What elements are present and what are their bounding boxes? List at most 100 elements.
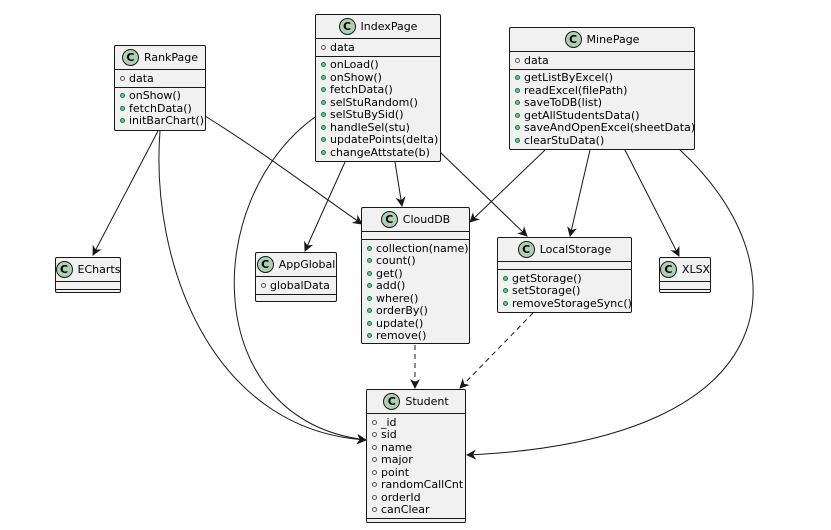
method-save-and-open-excel: saveAndOpenExcel(sheetData)	[524, 121, 696, 135]
field-data: data	[129, 71, 154, 85]
class-c-icon: C	[380, 211, 398, 228]
field-visibility-icon	[372, 507, 377, 513]
method-sel-stu-by-sid: selStuBySid()	[330, 108, 404, 122]
class-c-icon: C	[659, 261, 677, 278]
method-visibility-icon	[503, 288, 508, 294]
method-visibility-icon	[321, 74, 326, 80]
class-c-icon: C	[256, 256, 274, 273]
method-visibility-icon	[367, 245, 372, 251]
field-row: data	[515, 54, 694, 67]
method-row: selStuBySid()	[321, 108, 440, 122]
method-remove: remove()	[376, 329, 427, 343]
class-name: IndexPage	[360, 20, 418, 33]
method-row: initBarChart()	[120, 114, 205, 127]
method-visibility-icon	[367, 333, 372, 339]
field-global-data: globalData	[270, 278, 330, 292]
method-add: add()	[376, 279, 406, 293]
method-collection: collection(name)	[376, 241, 469, 255]
edge-rankpage-student	[158, 130, 367, 445]
method-row: fetchData()	[321, 83, 440, 97]
method-row: fetchData()	[120, 102, 205, 115]
methods-section: onLoad()onShow()fetchData()selStuRandom(…	[316, 57, 440, 161]
method-row: orderBy()	[367, 304, 469, 317]
method-visibility-icon	[321, 87, 326, 93]
edge-rankpage-clouddb	[204, 115, 363, 225]
field-visibility-icon	[372, 419, 377, 425]
field-point: point	[381, 465, 410, 479]
method-remove-storage-sync: removeStorageSync()	[512, 296, 632, 310]
field-major: major	[381, 453, 413, 467]
field-row: orderId	[372, 491, 465, 504]
class-c-icon: C	[517, 241, 535, 258]
method-visibility-icon	[120, 93, 125, 99]
method-visibility-icon	[120, 118, 125, 124]
fields-section: data	[316, 39, 440, 57]
method-visibility-icon	[515, 87, 520, 93]
method-get-all-students-data: getAllStudentsData()	[524, 108, 640, 122]
method-get: get()	[376, 266, 403, 280]
method-row: handleSel(stu)	[321, 121, 440, 134]
method-visibility-icon	[503, 275, 508, 281]
method-visibility-icon	[367, 283, 372, 289]
class-box-indexpage: C IndexPage data onLoad()onShow()fetchData(…	[315, 14, 441, 162]
method-visibility-icon	[321, 149, 326, 155]
class-name: ECharts	[77, 263, 121, 276]
methods-section	[660, 290, 710, 298]
class-c-icon: C	[338, 18, 356, 35]
method-row: add()	[367, 279, 469, 293]
field-visibility-icon	[372, 494, 377, 500]
method-visibility-icon	[321, 62, 326, 68]
method-visibility-icon	[321, 137, 326, 143]
field-row: data	[120, 72, 205, 85]
fields-section	[56, 282, 120, 290]
methods-section: onShow()fetchData()initBarChart()	[115, 88, 205, 130]
method-visibility-icon	[515, 125, 520, 131]
field--id: _id	[381, 415, 397, 429]
class-name: CloudDB	[402, 213, 451, 226]
method-row: onShow()	[120, 89, 205, 102]
methods-section	[56, 290, 120, 298]
method-row: get()	[367, 267, 469, 280]
edge-minepage-student	[466, 149, 754, 460]
field-visibility-icon	[515, 57, 520, 63]
edge-minepage-clouddb	[469, 149, 546, 223]
method-row: onShow()	[321, 71, 440, 84]
method-count: count()	[376, 254, 416, 268]
method-on-show: onShow()	[330, 70, 382, 84]
fields-section: data	[510, 52, 694, 70]
field-visibility-icon	[261, 282, 266, 288]
method-save-to-db: saveToDB(list)	[524, 96, 603, 110]
class-c-icon: C	[121, 49, 139, 66]
method-row: collection(name)	[367, 242, 469, 255]
field-row: _id	[372, 416, 465, 429]
method-row: remove()	[367, 329, 469, 343]
method-row: onLoad()	[321, 58, 440, 71]
method-row: changeAttstate(b)	[321, 146, 440, 159]
class-c-icon: C	[564, 31, 582, 48]
class-name: Student	[405, 395, 449, 408]
method-where: where()	[376, 291, 419, 305]
method-update-points: updatePoints(delta)	[330, 133, 439, 147]
method-visibility-icon	[120, 105, 125, 111]
method-row: count()	[367, 254, 469, 268]
methods-section: collection(name)count()get()add()where()…	[362, 240, 469, 344]
method-visibility-icon	[367, 308, 372, 314]
method-visibility-icon	[321, 124, 326, 130]
method-fetch-data: fetchData()	[129, 101, 192, 115]
field-row: data	[321, 41, 440, 54]
method-sel-stu-random: selStuRandom()	[330, 95, 418, 109]
method-row: saveToDB(list)	[515, 96, 694, 110]
method-fetch-data: fetchData()	[330, 83, 393, 97]
method-row: where()	[367, 292, 469, 305]
edge-indexpage-appglobal	[304, 161, 346, 252]
